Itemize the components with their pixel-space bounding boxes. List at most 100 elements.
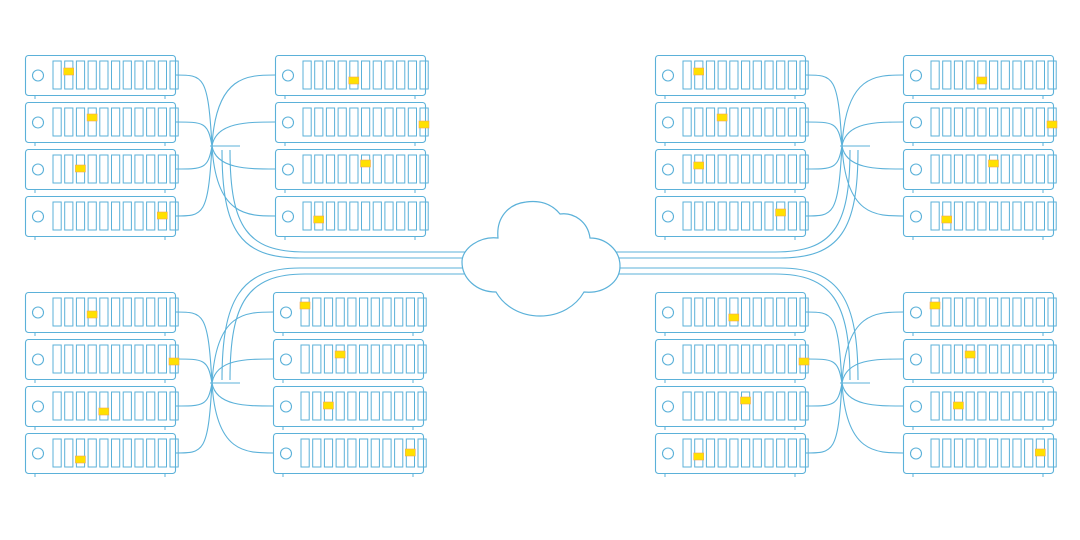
drive-bay [111,60,121,90]
drive-bay [1047,391,1057,421]
power-button-icon [281,116,295,129]
power-button-icon [31,353,45,366]
drive-bay [764,438,774,468]
trunk-cable [229,149,465,253]
drive-bay [75,60,86,90]
activity-led-icon [404,448,416,457]
drive-bay [942,154,952,184]
drive-bay [323,344,334,374]
power-button-icon [31,447,45,460]
drive-bay [752,201,762,231]
drive-bay [314,107,324,137]
drive-bay [157,60,168,90]
drive-bay [682,107,692,137]
drive-bay [396,154,406,184]
uplink-cable [805,382,843,407]
drive-bay [99,438,109,468]
drive-bay [337,201,347,231]
activity-led-icon [299,301,311,310]
drive-bay [396,60,406,90]
drive-bay [682,391,692,421]
activity-led-icon [75,455,86,464]
drive-bay [407,60,417,90]
drive-bay [169,201,179,231]
server-unit-icon [902,385,1057,430]
drive-bay [989,297,999,327]
drive-bay [370,297,380,327]
uplink-cable [841,74,904,147]
drive-bay [122,154,132,184]
drive-bay [1012,154,1022,184]
drive-bay [741,201,751,231]
drive-bay [1035,391,1046,421]
drive-bay [682,60,692,90]
drive-bay [87,154,97,184]
drive-bay [349,154,359,184]
drive-bay [752,344,762,374]
power-button-icon [661,210,675,223]
activity-led-icon [988,159,999,168]
drive-bay [717,154,727,184]
power-button-icon [281,210,295,223]
drive-bay [977,60,987,90]
drive-bay [942,391,952,421]
drive-bay [384,201,394,231]
activity-led-icon [98,407,110,416]
server-unit-icon [654,101,809,146]
drive-bay [302,60,312,90]
drive-bay [1012,391,1022,421]
drive-bay [953,344,964,374]
drive-bay [799,391,809,421]
uplink-cable [211,145,276,217]
uplink-cable [841,145,904,170]
drive-bay [1012,107,1022,137]
drive-bay [942,438,952,468]
drive-bay [169,154,179,184]
drive-bay [1024,60,1034,90]
drive-bay [372,201,382,231]
drive-bay [372,60,382,90]
activity-led-icon [728,313,740,322]
drive-bay [347,391,357,421]
drive-bay [122,438,132,468]
drive-bay [717,107,727,137]
cloud-icon [461,200,621,317]
drive-bay [347,344,357,374]
drive-bay [787,297,797,327]
uplink-cable [175,121,213,147]
drive-bay [382,344,392,374]
uplink-cable [211,145,276,170]
power-button-icon [279,353,293,366]
drive-bay [942,107,952,137]
drive-bay [942,60,952,90]
uplink-cable [175,311,213,384]
power-button-icon [281,163,295,176]
power-button-icon [909,210,923,223]
drive-bay [75,391,86,421]
activity-led-icon [168,357,180,366]
power-button-icon [31,116,45,129]
drive-bay [1000,201,1010,231]
drive-bay [682,201,692,231]
drive-bay [384,107,394,137]
drive-bay [359,391,369,421]
drive-bay [134,154,144,184]
drive-bay [64,391,74,421]
power-button-icon [31,306,45,319]
drive-bay [99,297,109,327]
drive-bay [1024,154,1034,184]
drive-bay [405,297,415,327]
drive-bay [764,391,774,421]
drive-bay [382,438,392,468]
uplink-cable [211,311,274,384]
uplink-cable [805,382,843,454]
drive-bay [977,201,987,231]
drive-bay [417,391,427,421]
drive-bay [99,107,109,137]
power-button-icon [909,163,923,176]
drive-bay [325,154,336,184]
uplink-cable [211,121,276,147]
drive-bay [1012,438,1022,468]
drive-bay [965,201,975,231]
